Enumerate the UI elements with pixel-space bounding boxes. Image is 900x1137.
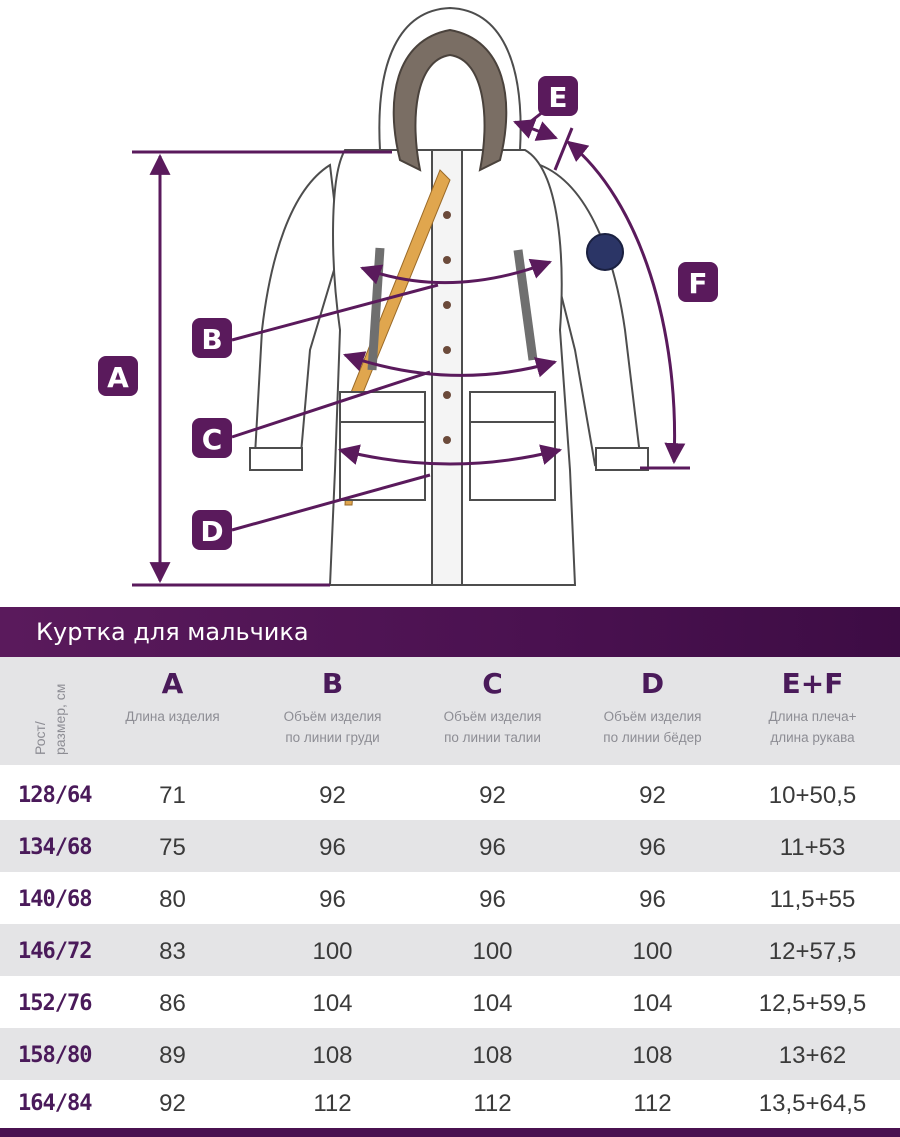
table-header: Рост/ размер, см A Длина изделия B Объём…: [0, 657, 900, 765]
svg-text:B: B: [201, 323, 222, 356]
svg-text:A: A: [107, 361, 129, 394]
svg-text:F: F: [688, 267, 707, 300]
right-pocket-flap: [469, 391, 556, 423]
bottom-bar: [0, 1128, 900, 1137]
marker-e: E: [538, 76, 578, 116]
marker-f: F: [678, 262, 718, 302]
svg-text:E: E: [548, 81, 567, 114]
fur-trim: [392, 28, 508, 172]
table-row: 140/68 80 96 96 96 11,5+55: [18, 886, 856, 913]
measure-lines: [132, 106, 690, 587]
sleeve-patch-icon: [586, 233, 624, 271]
svg-text:D: D: [200, 515, 223, 548]
marker-b: B: [192, 318, 232, 358]
table-title-bar: Куртка для мальчика: [0, 607, 900, 657]
marker-a: A: [98, 356, 138, 396]
table-row: 128/64 71 92 92 92 10+50,5: [18, 782, 857, 809]
left-cuff: [249, 447, 303, 471]
column-header-a: A Длина изделия: [125, 667, 220, 724]
svg-text:C: C: [202, 423, 223, 456]
column-header-ef: E+F Длина плеча+длина рукава: [768, 667, 857, 745]
marker-c: C: [192, 418, 232, 458]
jacket-diagram: A B C D E F: [98, 6, 718, 587]
table-row: 134/68 75 96 96 96 11+53: [0, 820, 900, 872]
table-row: 152/76 86 104 104 104 12,5+59,5: [18, 990, 867, 1017]
marker-d: D: [192, 510, 232, 550]
table-title: Куртка для мальчика: [36, 618, 309, 646]
table-row: 146/72 83 100 100 100 12+57,5: [0, 924, 900, 976]
table-row: 158/80 89 108 108 108 13+62: [0, 1028, 900, 1080]
table-row: 164/84 92 112 112 112 13,5+64,5: [18, 1090, 867, 1117]
size-column-header: Рост/ размер, см: [32, 683, 68, 755]
